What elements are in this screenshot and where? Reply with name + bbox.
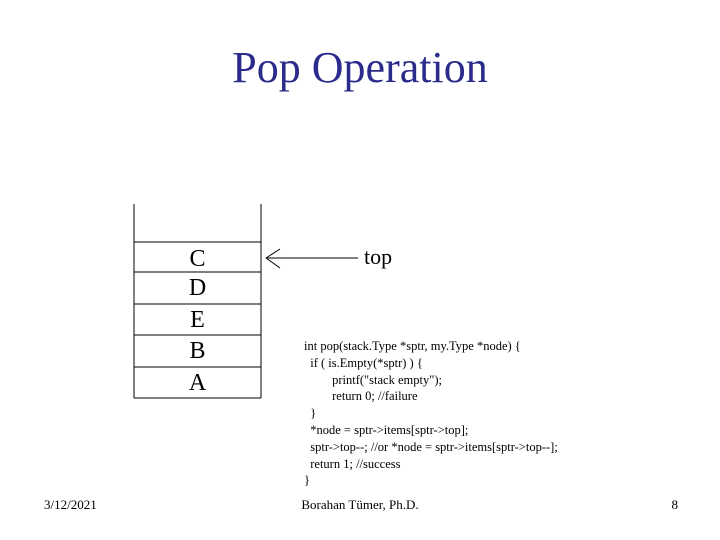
footer-date: 3/12/2021 — [44, 497, 97, 512]
code-line: } — [304, 406, 317, 421]
slide-title: Pop Operation — [232, 43, 488, 92]
code-line: *node = sptr->items[sptr->top]; — [304, 422, 469, 437]
code-line: if ( is.Empty(*sptr) ) { — [304, 355, 423, 370]
stack-item: B — [189, 338, 206, 364]
code-block: int pop(stack.Type *sptr, my.Type *node)… — [304, 338, 558, 489]
stack-item: C — [189, 246, 206, 272]
top-arrow-icon — [265, 248, 358, 269]
code-line: } — [304, 473, 310, 488]
code-line: printf("stack empty"); — [304, 372, 442, 387]
footer-author: Borahan Tümer, Ph.D. — [301, 497, 419, 512]
page-number: 8 — [671, 497, 679, 512]
code-line: return 1; //success — [304, 456, 401, 471]
stack-item: A — [188, 370, 207, 396]
code-line: return 0; //failure — [304, 389, 418, 404]
stack-item: E — [190, 307, 205, 333]
top-pointer-label: top — [364, 244, 393, 269]
stack-item: D — [188, 275, 207, 301]
code-line: int pop(stack.Type *sptr, my.Type *node)… — [304, 339, 521, 353]
code-line: sptr->top--; //or *node = sptr->items[sp… — [304, 439, 558, 454]
